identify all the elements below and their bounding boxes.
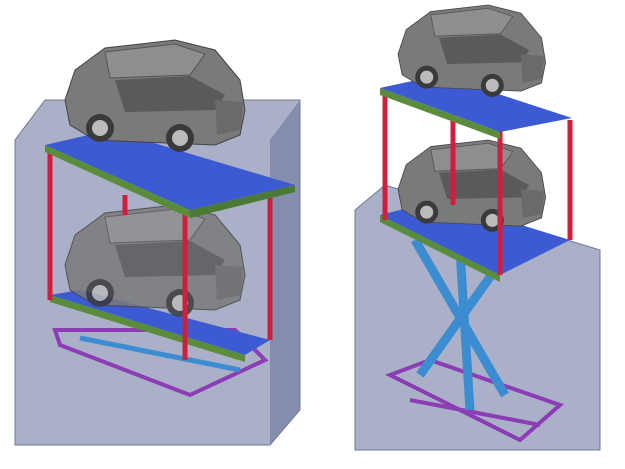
left-lower-platform	[50, 290, 270, 355]
scissor-lift	[411, 237, 509, 411]
right-posts	[382, 90, 573, 275]
right-upper-car	[397, 4, 547, 98]
right-lift-unit	[354, 4, 601, 451]
left-upper-platform	[45, 130, 295, 210]
left-posts	[47, 150, 273, 360]
left-upper-car	[64, 39, 246, 153]
right-lower-car	[397, 139, 547, 233]
right-upper-platform	[380, 75, 572, 132]
right-base-frame	[385, 357, 564, 443]
left-lift-unit	[14, 39, 301, 446]
left-pit-side	[270, 100, 300, 445]
